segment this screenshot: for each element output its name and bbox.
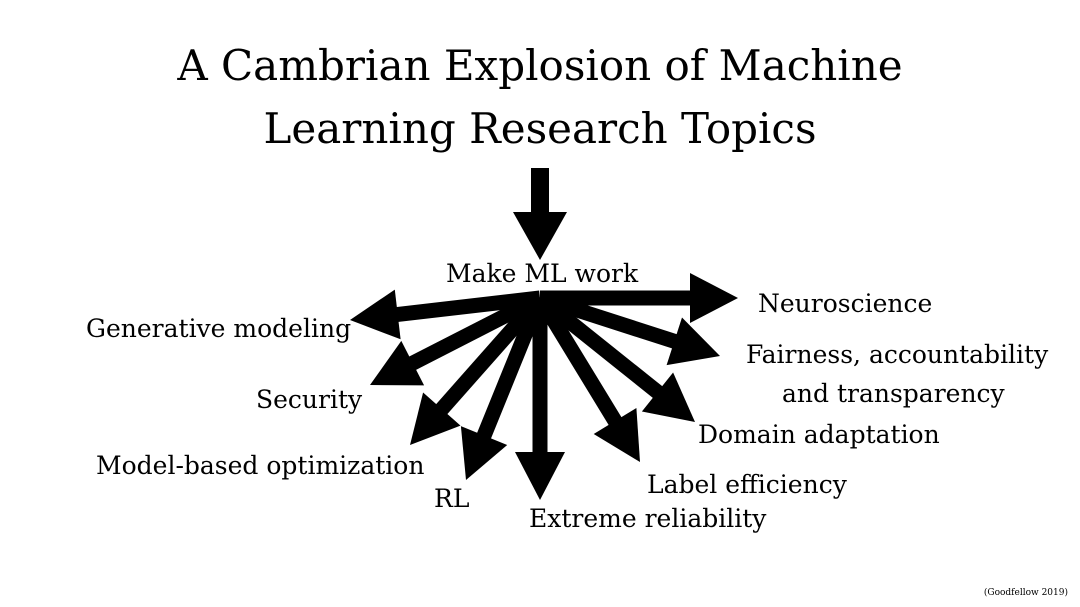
citation-credit: (Goodfellow 2019) [983, 588, 1068, 598]
arrow-to-label-efficiency [533, 294, 640, 462]
arrow-to-rl-head [460, 426, 508, 480]
title-line-2: Learning Research Topics [263, 104, 817, 153]
topic-extreme-reliability: Extreme reliability [529, 504, 767, 533]
title-line-1: A Cambrian Explosion of Machine [177, 41, 903, 90]
arrow-to-security-head [370, 340, 425, 386]
arrow-to-security-shaft [407, 291, 544, 371]
topic-rl: RL [434, 484, 470, 513]
arrow-to-label-efficiency-head [593, 408, 640, 462]
arrow-to-generative-modeling-head [350, 289, 401, 340]
arrow-to-neuroscience-head [690, 273, 738, 323]
arrow-to-domain-adaptation-head [641, 372, 695, 422]
topic-label-efficiency: Label efficiency [647, 470, 847, 499]
topic-neuroscience: Neuroscience [758, 289, 933, 318]
hub-label-make-ml-work: Make ML work [446, 259, 639, 288]
arrow-to-generative-modeling [350, 289, 541, 340]
arrow-to-domain-adaptation-shaft [535, 292, 664, 400]
arrow-to-label-efficiency-shaft [533, 294, 623, 427]
arrow-to-model-based-optimization [410, 293, 546, 445]
arrow-to-neuroscience [540, 273, 738, 323]
arrow-to-extreme-reliability-head [515, 452, 565, 500]
arrow-to-fairness-head [666, 317, 720, 366]
topic-arrows [350, 273, 738, 500]
arrow-to-rl-shaft [476, 295, 547, 441]
topic-security: Security [256, 385, 363, 414]
topic-fairness-line-1: Fairness, accountability [746, 340, 1049, 369]
topic-model-based-optimization: Model-based optimization [96, 451, 425, 480]
topic-generative-modeling: Generative modeling [86, 314, 352, 343]
title-to-hub-arrow [513, 168, 567, 260]
arrow-to-generative-modeling-shaft [394, 290, 541, 323]
topic-fairness-line-2: and transparency [782, 379, 1005, 408]
arrow-to-domain-adaptation [535, 292, 695, 422]
topic-domain-adaptation: Domain adaptation [698, 420, 940, 449]
arrow-to-model-based-optimization-shaft [434, 293, 546, 416]
arrow-to-rl [460, 295, 547, 480]
arrow-to-model-based-optimization-head [410, 392, 461, 445]
arrow-to-security [370, 291, 544, 386]
arrow-to-extreme-reliability [515, 298, 565, 500]
